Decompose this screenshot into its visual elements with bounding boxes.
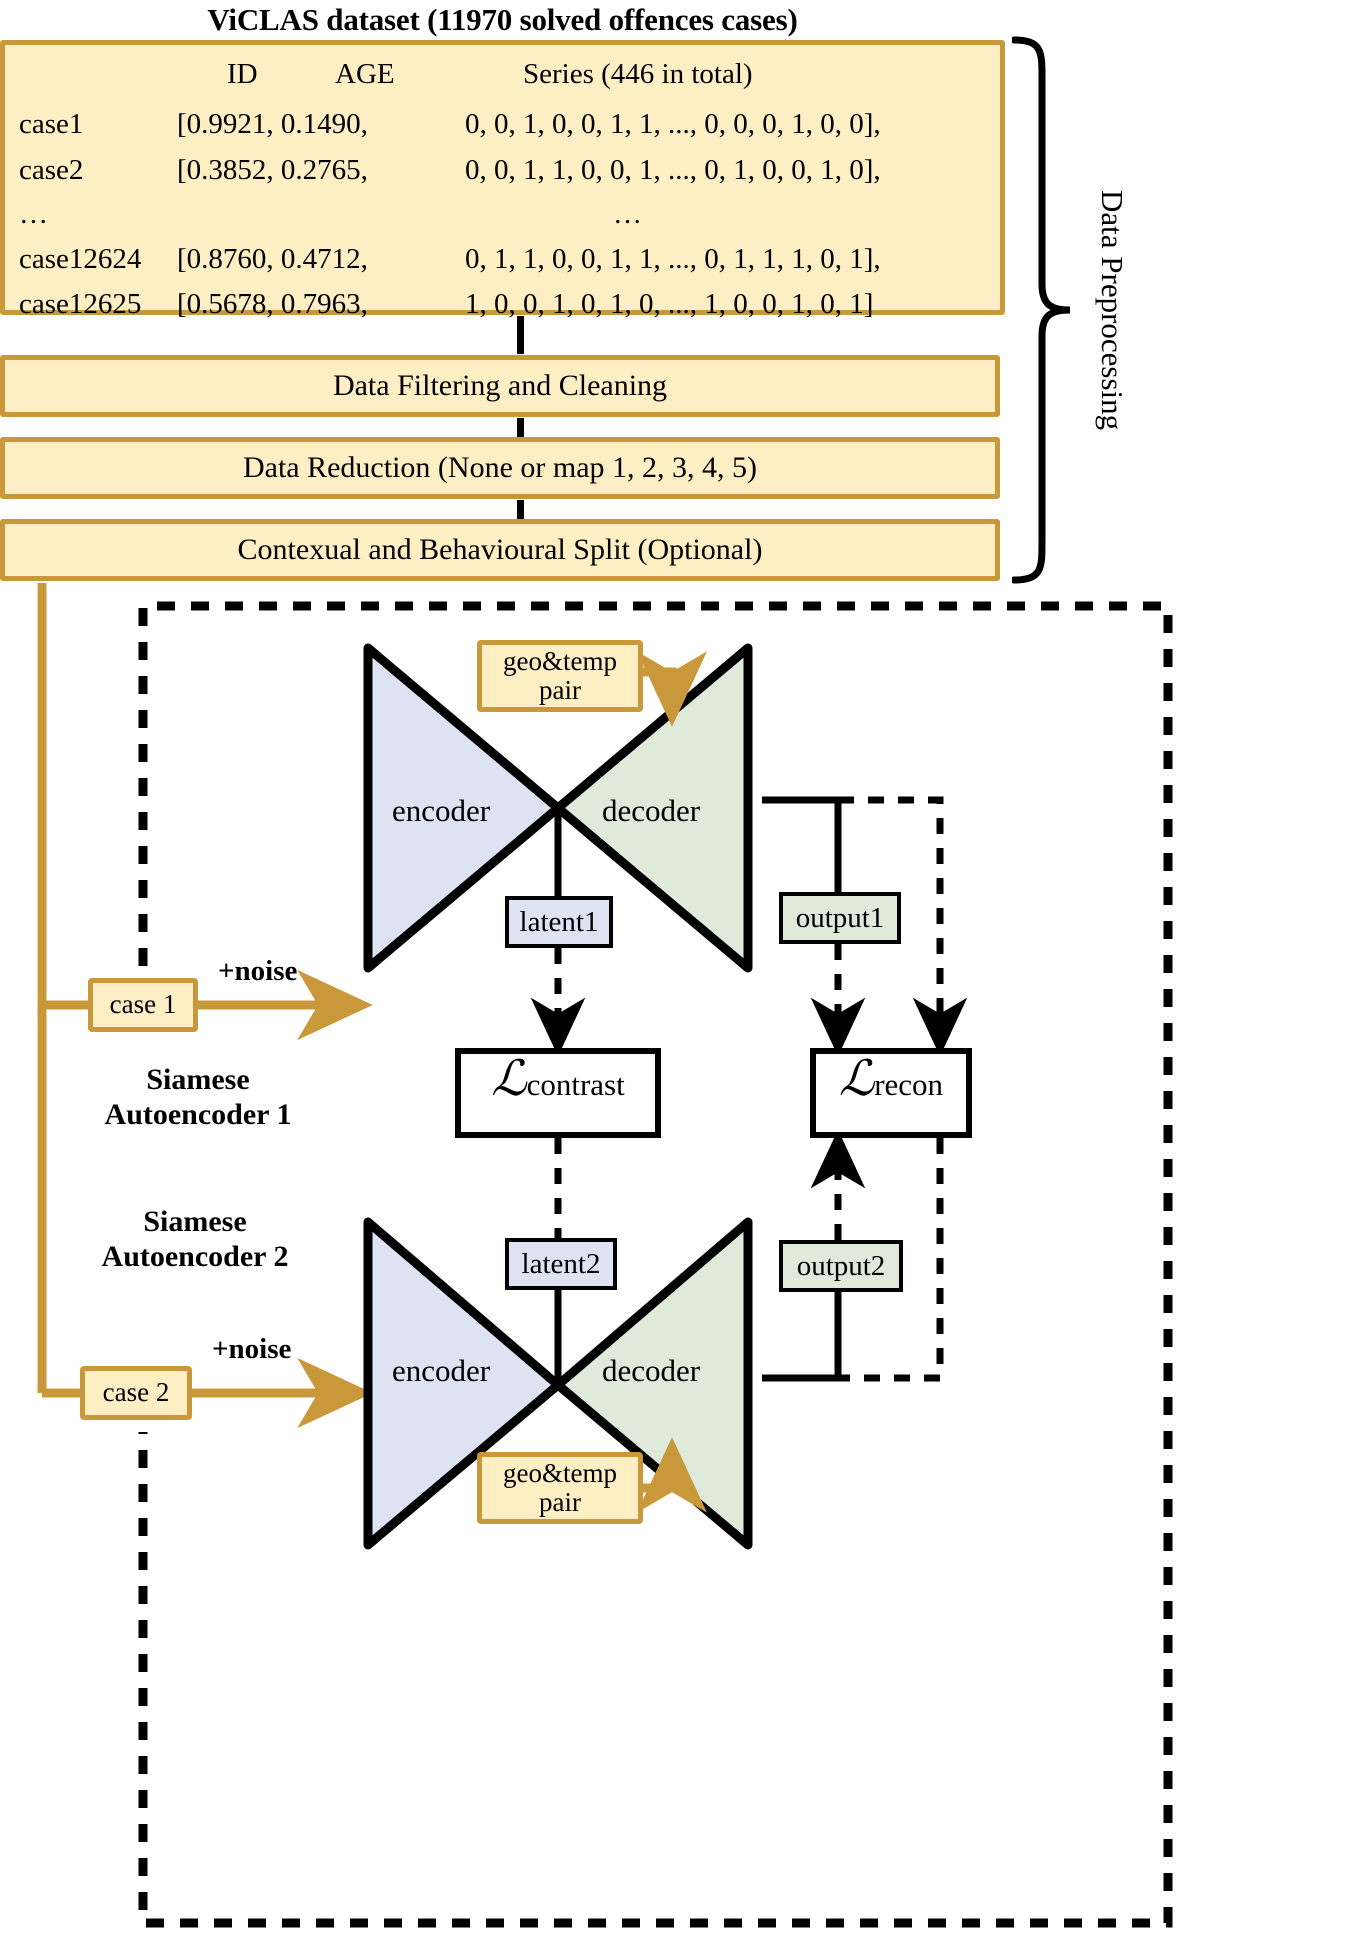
input-box-case1[interactable]: case 1 (88, 978, 198, 1032)
geo-temp-pair-box-1[interactable]: geo&temp pair (477, 640, 643, 712)
table-header-series: Series (446 in total) (523, 58, 753, 90)
table-row: case2 (19, 154, 84, 186)
table-row: 1, 0, 0, 1, 0, 1, 0, ..., 1, 0, 0, 1, 0,… (465, 288, 874, 320)
table-row: case12624 (19, 243, 142, 275)
geo-temp-pair-2-line1: geo&temp (503, 1457, 617, 1488)
autoencoder-1-title-line2: Autoencoder 1 (104, 1097, 292, 1131)
pipeline-step-split[interactable]: Contexual and Behavioural Split (Optiona… (0, 519, 1000, 581)
output1-label: output1 (795, 901, 885, 934)
input-box-case2[interactable]: case 2 (80, 1366, 192, 1420)
autoencoder-2-title-line1: Siamese (143, 1205, 247, 1238)
table-row: … (613, 198, 642, 230)
pipeline-step-label: Data Filtering and Cleaning (332, 369, 668, 402)
geo-temp-pair-1-line2: pair (539, 675, 581, 705)
table-row: [0.5678, 0.7963, (177, 288, 368, 320)
autoencoder-2-title-line2: Autoencoder 2 (101, 1239, 289, 1273)
noise-label-2: +noise (212, 1333, 292, 1365)
output2-label: output2 (796, 1249, 886, 1282)
autoencoder-1-title: Siamese Autoencoder 1 (58, 1063, 338, 1132)
connector-stub-1 (517, 316, 524, 354)
table-row: [0.9921, 0.1490, (177, 108, 368, 140)
table-header-age: AGE (335, 58, 395, 90)
latent1-label: latent1 (519, 905, 599, 938)
geo-temp-pair-2-line2: pair (539, 1487, 581, 1517)
table-row: 0, 1, 1, 0, 0, 1, 1, ..., 0, 1, 1, 1, 0,… (465, 243, 881, 275)
latent2-label: latent2 (521, 1247, 601, 1280)
loss-contrast-subscript: contrast (526, 1067, 625, 1102)
output2-box[interactable]: output2 (779, 1240, 903, 1292)
decoder-label-2: decoder (602, 1353, 701, 1388)
table-row: case12625 (19, 288, 142, 320)
table-header-id: ID (227, 58, 258, 90)
latent2-box[interactable]: latent2 (505, 1238, 617, 1290)
loss-recon-subscript: recon (874, 1067, 944, 1102)
loss-contrast-symbol: ℒ (491, 1050, 527, 1107)
pipeline-step-filtering[interactable]: Data Filtering and Cleaning (0, 355, 1000, 417)
encoder-label-1: encoder (392, 793, 491, 828)
output1-box[interactable]: output1 (779, 892, 901, 944)
table-row: [0.3852, 0.2765, (177, 154, 368, 186)
preprocessing-brace (1012, 36, 1074, 584)
decoder-label-1: decoder (602, 793, 701, 828)
pipeline-step-reduction[interactable]: Data Reduction (None or map 1, 2, 3, 4, … (0, 437, 1000, 499)
preprocessing-bracket-label: Data Preprocessing (1082, 36, 1142, 584)
table-row: … (19, 198, 48, 230)
pipeline-step-label: Data Reduction (None or map 1, 2, 3, 4, … (242, 451, 758, 484)
input-box-case1-label: case 1 (109, 989, 177, 1020)
table-row: [0.8760, 0.4712, (177, 243, 368, 275)
input-box-case2-label: case 2 (102, 1377, 170, 1408)
dataset-box: ID AGE Series (446 in total) case1 [0.99… (0, 40, 1005, 319)
preprocessing-bracket-text: Data Preprocessing (1095, 189, 1130, 431)
dataset-table: ID AGE Series (446 in total) case1 [0.99… (5, 45, 1000, 319)
table-row: 0, 0, 1, 1, 0, 0, 1, ..., 0, 1, 0, 0, 1,… (465, 154, 881, 186)
page-title: ViCLAS dataset (11970 solved offences ca… (207, 2, 798, 37)
autoencoder-1-title-line1: Siamese (146, 1063, 250, 1096)
autoencoder-2-title: Siamese Autoencoder 2 (50, 1205, 340, 1274)
encoder-label-2: encoder (392, 1353, 491, 1388)
latent1-box[interactable]: latent1 (505, 896, 613, 948)
loss-recon-symbol: ℒ (838, 1050, 875, 1107)
pipeline-step-label: Contexual and Behavioural Split (Optiona… (237, 533, 763, 566)
geo-temp-pair-box-2[interactable]: geo&temp pair (477, 1452, 643, 1524)
geo-temp-pair-1-line1: geo&temp (503, 645, 617, 676)
noise-label-1: +noise (218, 955, 298, 987)
table-row: 0, 0, 1, 0, 0, 1, 1, ..., 0, 0, 0, 1, 0,… (465, 108, 881, 140)
table-row: case1 (19, 108, 84, 140)
